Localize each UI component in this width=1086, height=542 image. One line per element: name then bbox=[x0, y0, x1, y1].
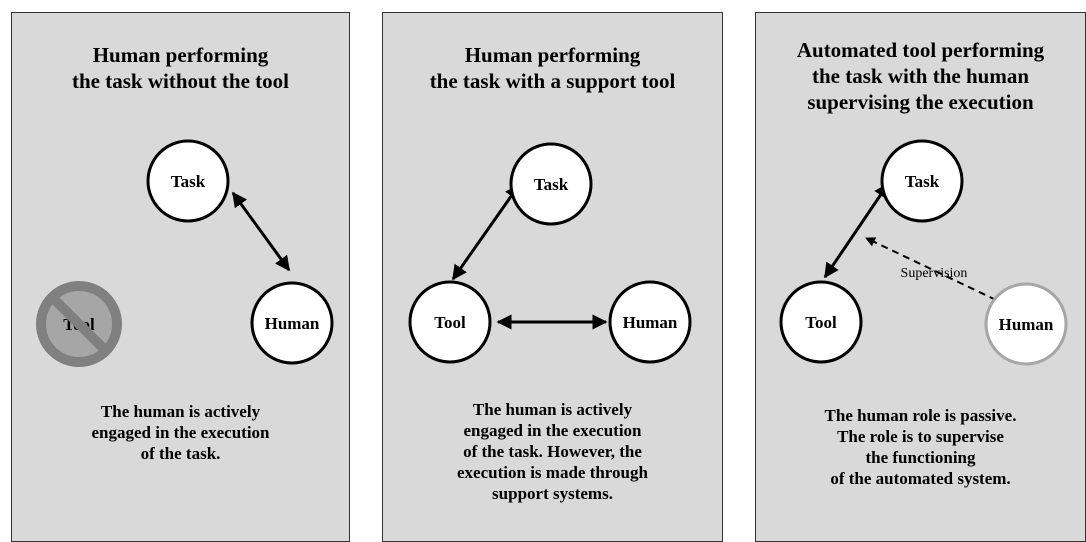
task-tool-arrow bbox=[451, 183, 521, 281]
human-node-label: Human bbox=[265, 314, 320, 333]
title-line: supervising the execution bbox=[807, 90, 1034, 114]
panel-automated-tool: Automated tool performing the task with … bbox=[755, 12, 1086, 542]
diagram-automated-tool: Task Tool Human Supervision bbox=[779, 139, 1068, 366]
human-node-label: Human bbox=[999, 315, 1054, 334]
panel-caption: The human is actively engaged in the exe… bbox=[12, 401, 349, 464]
title-line: Automated tool performing bbox=[796, 38, 1045, 62]
title-line: Human performing bbox=[92, 43, 269, 67]
panel-with-support-tool: Human performing the task with a support… bbox=[382, 12, 723, 542]
caption-line: The human role is passive. bbox=[824, 406, 1017, 425]
tool-node-label: Tool bbox=[805, 313, 837, 332]
human-node bbox=[608, 280, 692, 364]
task-node-label: Task bbox=[905, 172, 940, 191]
caption-line: The role is to supervise bbox=[837, 427, 1004, 446]
caption-line: The human is actively bbox=[472, 400, 633, 419]
task-node bbox=[509, 142, 593, 226]
title-line: Human performing bbox=[464, 43, 641, 67]
caption-line: of the task. bbox=[140, 444, 221, 463]
tool-node bbox=[408, 280, 492, 364]
task-node-label: Task bbox=[534, 175, 569, 194]
caption-line: of the automated system. bbox=[830, 469, 1011, 488]
human-node bbox=[250, 281, 334, 365]
supervision-label: Supervision bbox=[901, 266, 968, 281]
title-line: the task with a support tool bbox=[429, 69, 676, 93]
panel-caption: The human role is passive. The role is t… bbox=[756, 405, 1085, 489]
human-node-label: Human bbox=[623, 313, 678, 332]
panel-title: Human performing the task without the to… bbox=[12, 42, 349, 94]
tool-node-label: Tool bbox=[434, 313, 466, 332]
caption-line: engaged in the execution bbox=[463, 421, 642, 440]
panel-title: Human performing the task with a support… bbox=[383, 42, 722, 94]
diagram-without-tool: Task Human Tool bbox=[36, 139, 334, 367]
prohibited-tool-icon: Tool bbox=[36, 281, 122, 367]
panel-without-tool: Human performing the task without the to… bbox=[11, 12, 350, 542]
task-human-arrow bbox=[231, 191, 291, 272]
supervision-arrow bbox=[865, 237, 997, 301]
caption-line: the functioning bbox=[865, 448, 976, 467]
task-tool-arrow bbox=[823, 182, 890, 279]
passive-human-node bbox=[984, 282, 1068, 366]
title-line: the task without the tool bbox=[71, 69, 289, 93]
task-node bbox=[146, 139, 230, 223]
task-node-label: Task bbox=[171, 172, 206, 191]
prohibited-slash bbox=[50, 295, 108, 353]
caption-line: execution is made through bbox=[457, 463, 648, 482]
tool-node bbox=[779, 280, 863, 364]
caption-line: The human is actively bbox=[100, 402, 261, 421]
caption-line: support systems. bbox=[492, 484, 613, 503]
diagram-with-support-tool: Task Tool Human bbox=[408, 142, 692, 364]
caption-line: of the task. However, the bbox=[463, 442, 642, 461]
title-line: the task with the human bbox=[811, 64, 1030, 88]
caption-line: engaged in the execution bbox=[91, 423, 270, 442]
panel-title: Automated tool performing the task with … bbox=[756, 37, 1085, 115]
task-node bbox=[880, 139, 964, 223]
panel-caption: The human is actively engaged in the exe… bbox=[383, 399, 722, 504]
